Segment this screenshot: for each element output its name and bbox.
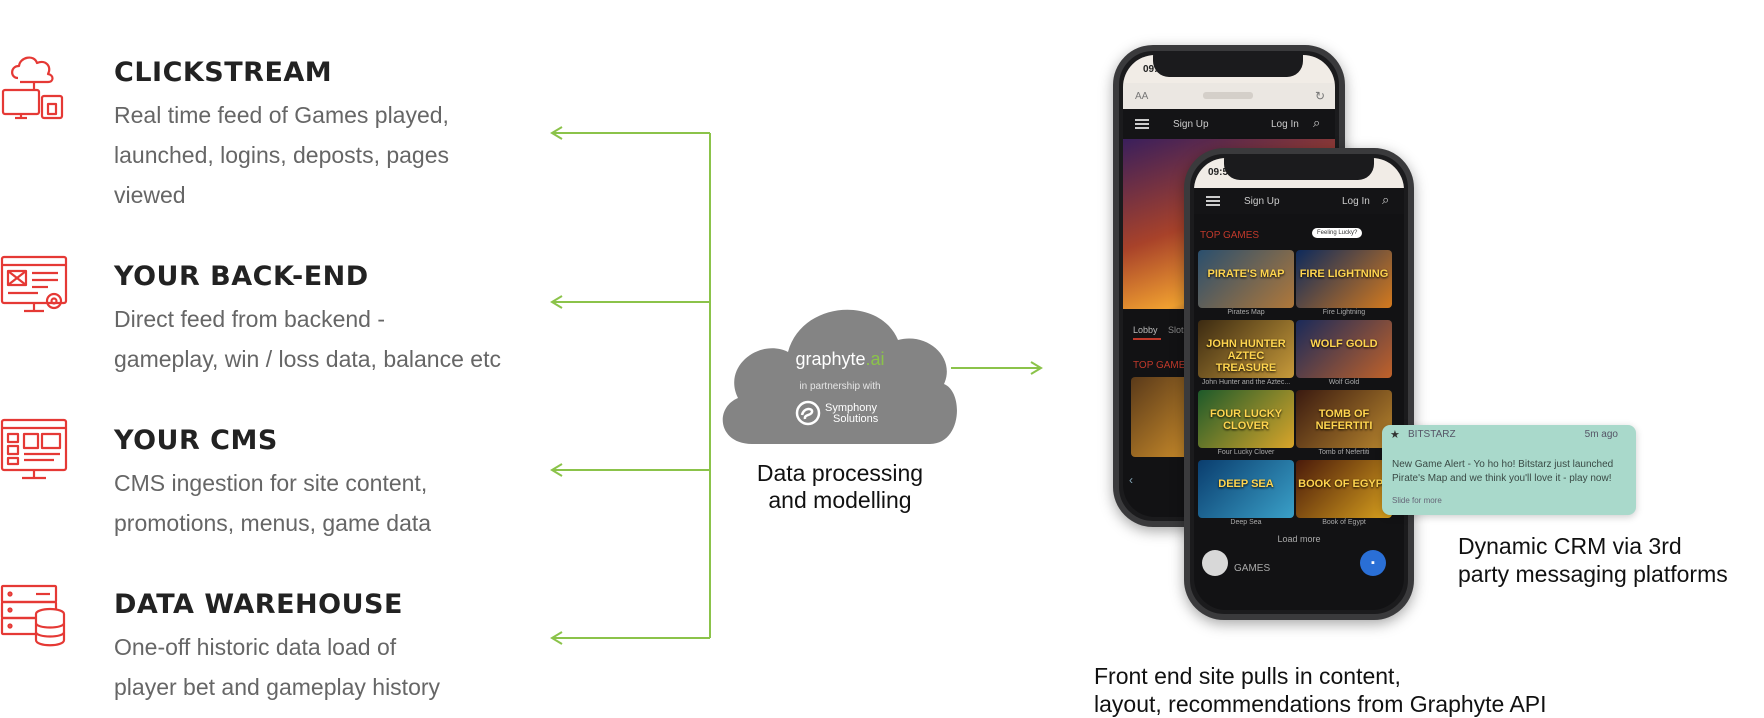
arrowhead-to-frontend <box>1030 361 1043 375</box>
sign-up-link[interactable]: Sign Up <box>1244 196 1280 207</box>
symphony-swirl-icon <box>795 400 821 426</box>
partnership-text: in partnership with <box>799 381 881 392</box>
chat-icon[interactable]: ▪ <box>1360 550 1386 576</box>
notification-app: BITSTARZ <box>1408 429 1456 440</box>
backend-description: Direct feed from backend - gameplay, win… <box>114 306 501 372</box>
graphyte-cloud-shape <box>722 309 957 444</box>
load-more-button[interactable]: Load more <box>1277 534 1321 544</box>
top-games-label: TOP GAMES <box>1133 360 1193 371</box>
game-tile[interactable] <box>1131 377 1191 457</box>
tab-indicator <box>1133 338 1161 340</box>
phone-notch <box>1153 55 1303 77</box>
phone-front: 09:53 Sign Up Log In ⌕ TOP GAMES Feeling… <box>1184 148 1414 620</box>
clickstream-title: CLICKSTREAM <box>114 57 333 88</box>
graphyte-logo: graphyte.ai <box>795 349 885 369</box>
site-navbar: Sign Up Log In ⌕ <box>1194 188 1404 214</box>
server-database-icon <box>0 584 66 647</box>
sign-up-link[interactable]: Sign Up <box>1173 119 1209 130</box>
notification-time: 5m ago <box>1584 429 1618 440</box>
avatar[interactable] <box>1202 550 1228 576</box>
cms-layout-icon <box>0 418 68 480</box>
url-text <box>1203 92 1253 99</box>
games-label: GAMES <box>1234 563 1271 574</box>
backend-settings-icon <box>0 255 68 313</box>
cloud-devices-icon <box>1 56 64 120</box>
frontend-caption: Front end site pulls in content, layout,… <box>1094 663 1547 717</box>
game-tile[interactable]: TOMB OF NEFERTITI <box>1296 390 1392 448</box>
crm-caption: Dynamic CRM via 3rd party messaging plat… <box>1458 533 1728 587</box>
feeling-lucky-bubble[interactable]: Feeling Lucky? <box>1312 228 1363 238</box>
back-arrow-icon[interactable]: ‹ <box>1129 473 1133 487</box>
menu-icon[interactable] <box>1135 119 1149 129</box>
game-tile[interactable]: PIRATE'S MAP <box>1198 250 1294 308</box>
cms-description: CMS ingestion for site content, promotio… <box>114 470 432 536</box>
game-tile[interactable]: FIRE LIGHTNING <box>1296 250 1392 308</box>
app-star-icon: ★ <box>1390 429 1400 441</box>
push-notification[interactable]: ★ BITSTARZ 5m ago New Game Alert - Yo ho… <box>1382 425 1636 515</box>
notification-message: New Game Alert - Yo ho ho! Bitstarz just… <box>1392 459 1614 484</box>
game-tile[interactable]: JOHN HUNTER AZTEC TREASURE <box>1198 320 1294 378</box>
arrowhead-warehouse <box>550 631 563 645</box>
warehouse-description: One-off historic data load of player bet… <box>114 634 441 700</box>
arrowhead-clickstream <box>550 126 563 140</box>
backend-title: YOUR BACK-END <box>114 261 369 292</box>
arrowhead-backend <box>550 295 563 309</box>
game-tile[interactable]: DEEP SEA <box>1198 460 1294 518</box>
tab-slots[interactable]: Slots <box>1168 325 1189 335</box>
browser-url-bar[interactable]: AA ↻ <box>1123 83 1335 109</box>
phone-notch <box>1224 158 1374 180</box>
log-in-link[interactable]: Log In <box>1271 119 1299 130</box>
reload-icon[interactable]: ↻ <box>1314 89 1325 103</box>
search-icon[interactable]: ⌕ <box>1313 115 1321 130</box>
menu-icon[interactable] <box>1206 196 1220 206</box>
arrowhead-cms <box>550 463 563 477</box>
symphony-solutions-logo: Symphony Solutions <box>795 400 895 430</box>
clickstream-description: Real time feed of Games played, launched… <box>114 102 450 208</box>
site-navbar: Sign Up Log In ⌕ <box>1123 109 1335 139</box>
cms-title: YOUR CMS <box>114 425 278 456</box>
phone-front-screen: 09:53 Sign Up Log In ⌕ TOP GAMES Feeling… <box>1194 158 1404 610</box>
game-tile[interactable]: WOLF GOLD <box>1296 320 1392 378</box>
notification-more: Slide for more <box>1392 496 1442 505</box>
game-tile[interactable]: FOUR LUCKY CLOVER <box>1198 390 1294 448</box>
warehouse-title: DATA WAREHOUSE <box>114 589 403 620</box>
search-icon[interactable]: ⌕ <box>1382 192 1390 207</box>
log-in-link[interactable]: Log In <box>1342 196 1370 207</box>
cloud-caption: Data processing and modelling <box>756 460 924 513</box>
game-tile[interactable]: BOOK OF EGYPT <box>1296 460 1392 518</box>
top-games-label: TOP GAMES <box>1200 230 1260 241</box>
tab-lobby[interactable]: Lobby <box>1133 325 1158 335</box>
